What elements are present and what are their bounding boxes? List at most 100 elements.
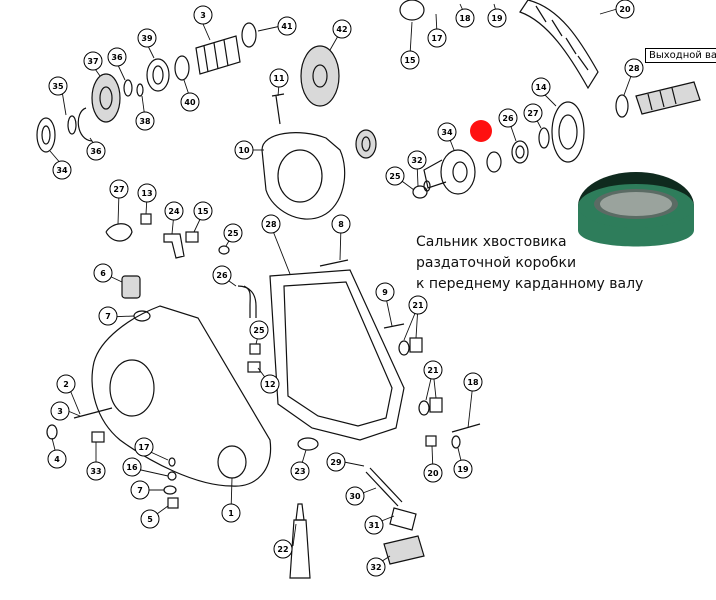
svg-text:33: 33 xyxy=(90,467,101,476)
callout-27: 27 xyxy=(523,103,543,123)
svg-text:25: 25 xyxy=(389,172,401,181)
svg-text:28: 28 xyxy=(628,64,640,73)
callout-18b: 18 xyxy=(463,372,483,392)
svg-text:17: 17 xyxy=(138,443,149,452)
part-hose-26 xyxy=(237,285,257,318)
part-ring-38 xyxy=(136,83,144,97)
svg-text:2: 2 xyxy=(63,380,69,389)
callout-30: 30 xyxy=(345,486,365,506)
callout-25b: 25 xyxy=(223,223,243,243)
svg-text:14: 14 xyxy=(535,83,547,92)
callout-6: 6 xyxy=(93,263,113,283)
part-clamp-41 xyxy=(241,22,257,48)
svg-text:5: 5 xyxy=(147,515,153,524)
callout-17b: 17 xyxy=(134,437,154,457)
svg-text:1: 1 xyxy=(228,509,234,518)
svg-text:25: 25 xyxy=(227,229,239,238)
svg-text:28: 28 xyxy=(265,220,277,229)
svg-text:26: 26 xyxy=(502,114,514,123)
svg-text:36: 36 xyxy=(111,53,123,62)
part-switch-6 xyxy=(121,275,141,299)
part-clip-27 xyxy=(105,223,133,242)
svg-text:23: 23 xyxy=(294,467,305,476)
callout-40: 40 xyxy=(180,92,200,112)
callout-27b: 27 xyxy=(109,179,129,199)
part-tailshaft-seal-highlighted xyxy=(486,151,502,173)
svg-text:26: 26 xyxy=(216,271,228,280)
callout-26: 26 xyxy=(498,108,518,128)
callout-41: 41 xyxy=(277,16,297,36)
part-washer-25b xyxy=(218,245,230,255)
svg-text:27: 27 xyxy=(527,109,538,118)
part-bolt-8 xyxy=(319,259,349,267)
oil-seal-photo xyxy=(578,172,694,247)
svg-text:20: 20 xyxy=(619,5,631,14)
part-sensor-12 xyxy=(247,361,261,373)
callout-21b: 21 xyxy=(423,360,443,380)
part-fitting-33 xyxy=(91,431,105,443)
callout-32: 32 xyxy=(407,150,427,170)
svg-text:32: 32 xyxy=(411,156,422,165)
svg-text:3: 3 xyxy=(200,11,206,20)
svg-text:22: 22 xyxy=(277,545,288,554)
callout-18: 18 xyxy=(455,8,475,28)
part-ring-36b xyxy=(123,79,133,97)
svg-text:39: 39 xyxy=(141,34,153,43)
part-main-case-1 xyxy=(91,305,272,487)
callout-7: 7 xyxy=(98,306,118,326)
part-bushing-4 xyxy=(46,424,58,440)
callout-5: 5 xyxy=(140,509,160,529)
callout-36b: 36 xyxy=(86,141,106,161)
callout-29: 29 xyxy=(326,452,346,472)
caption-line-3: к переднему карданному валу xyxy=(416,276,644,292)
part-sprocket-14 xyxy=(551,101,585,163)
part-yoke-34 xyxy=(423,149,476,195)
part-gear-37 xyxy=(91,73,121,123)
callout-15b: 15 xyxy=(193,201,213,221)
svg-text:18: 18 xyxy=(467,378,479,387)
part-snap-ring-35 xyxy=(67,115,77,135)
callout-34: 34 xyxy=(52,160,72,180)
svg-text:18: 18 xyxy=(459,14,471,23)
part-ring-40 xyxy=(174,55,190,81)
svg-text:24: 24 xyxy=(168,207,180,216)
part-small-17-16-7-5 xyxy=(163,457,179,509)
callout-20: 20 xyxy=(615,0,635,19)
callout-32b: 32 xyxy=(366,557,386,577)
callout-25c: 25 xyxy=(249,320,269,340)
svg-text:29: 29 xyxy=(330,458,342,467)
callout-8: 8 xyxy=(331,214,351,234)
part-ring-27-top xyxy=(538,127,550,149)
part-bearing-34-left xyxy=(36,117,56,153)
callout-4: 4 xyxy=(47,449,67,469)
callout-3: 3 xyxy=(193,5,213,25)
callout-9: 9 xyxy=(375,282,395,302)
svg-text:36: 36 xyxy=(90,147,102,156)
svg-text:21: 21 xyxy=(427,366,439,375)
svg-text:32: 32 xyxy=(370,563,381,572)
callout-37: 37 xyxy=(83,51,103,71)
part-washer-25 xyxy=(423,180,431,192)
part-magnet-23 xyxy=(297,437,319,451)
svg-text:31: 31 xyxy=(368,521,380,530)
svg-text:15: 15 xyxy=(197,207,209,216)
svg-text:17: 17 xyxy=(431,34,442,43)
svg-text:42: 42 xyxy=(336,25,347,34)
svg-text:34: 34 xyxy=(56,166,68,175)
callout-25: 25 xyxy=(385,166,405,186)
part-seal-left xyxy=(355,129,377,159)
part-fitting-15 xyxy=(185,231,199,243)
svg-text:6: 6 xyxy=(100,269,106,278)
callout-10: 10 xyxy=(234,140,254,160)
part-stud-3 xyxy=(73,407,113,419)
svg-text:10: 10 xyxy=(238,146,250,155)
callout-28b: 28 xyxy=(261,214,281,234)
part-bracket-24 xyxy=(163,233,185,259)
part-boot-3 xyxy=(195,35,241,75)
part-bearing-26 xyxy=(511,140,529,164)
part-plug-21-bottom xyxy=(418,397,443,416)
part-gasket-28 xyxy=(269,269,405,441)
seal-caption: Сальник хвостовика раздаточной коробки к… xyxy=(416,232,712,295)
callout-26b: 26 xyxy=(212,265,232,285)
